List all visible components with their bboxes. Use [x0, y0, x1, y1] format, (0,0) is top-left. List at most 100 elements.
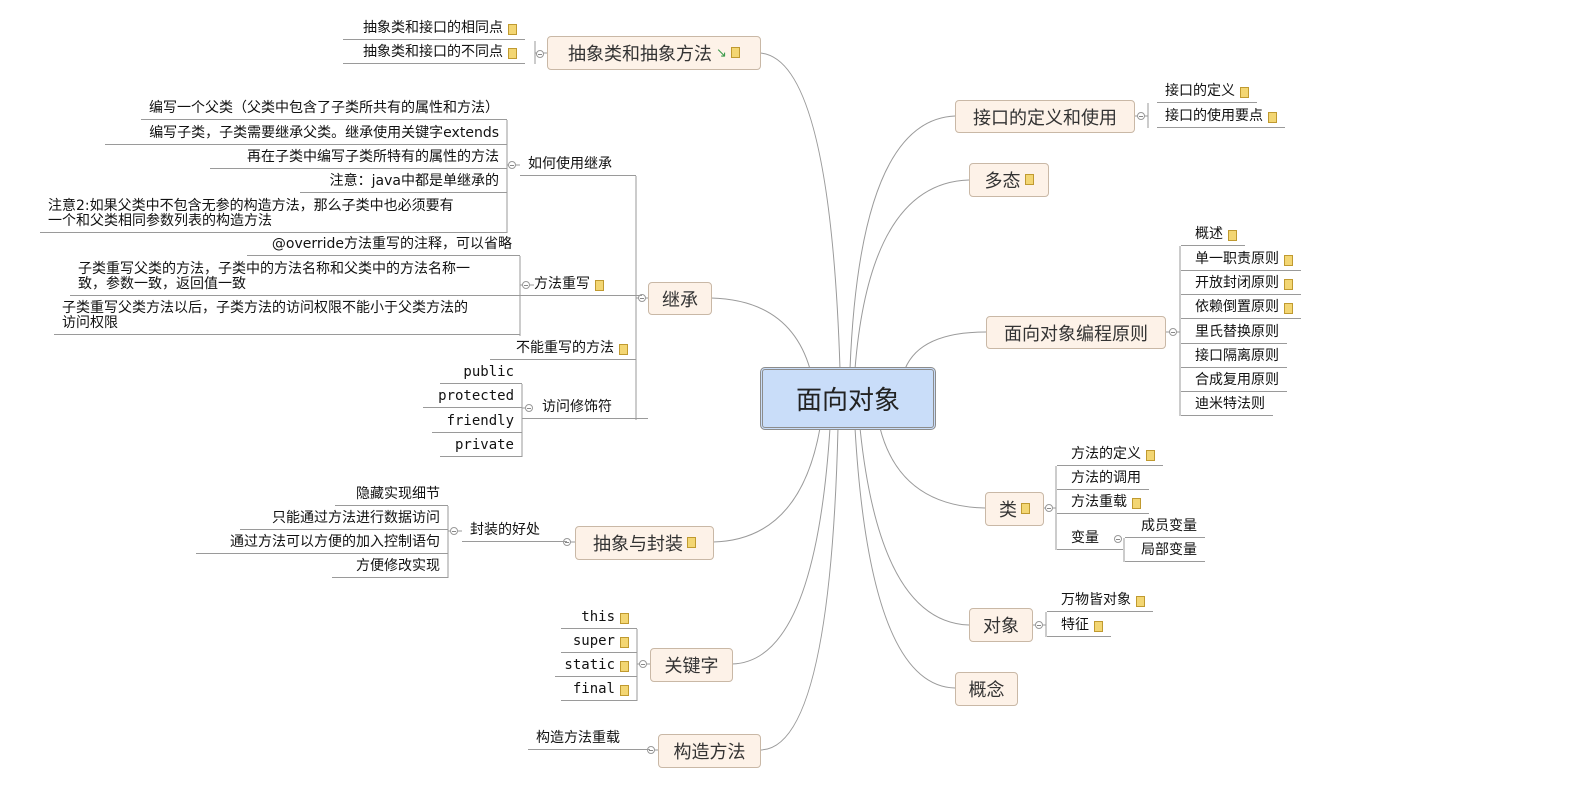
note-icon[interactable]: [1240, 87, 1249, 98]
note-icon[interactable]: [1021, 503, 1030, 514]
topic-keywords[interactable]: 关键字: [650, 648, 733, 682]
leaf-principle[interactable]: 开放封闭原则: [1181, 275, 1301, 295]
leaf-constructor-overload[interactable]: 构造方法重载: [528, 730, 650, 750]
leaf-access-modifiers[interactable]: 访问修饰符: [522, 399, 648, 419]
leaf-variable-item[interactable]: 成员变量: [1125, 518, 1205, 538]
leaf-keyword[interactable]: static: [555, 657, 637, 677]
note-icon[interactable]: [1284, 279, 1293, 290]
leaf-access-item[interactable]: private: [440, 437, 522, 457]
note-icon[interactable]: [1268, 112, 1277, 123]
collapse-toggle[interactable]: [563, 538, 571, 546]
topic-principles[interactable]: 面向对象编程原则: [986, 316, 1166, 349]
leaf-how-to-item[interactable]: 注意：java中都是单继承的: [300, 173, 507, 193]
leaf-principle[interactable]: 接口隔离原则: [1181, 348, 1287, 368]
leaf-variable-item[interactable]: 局部变量: [1125, 542, 1205, 562]
note-icon[interactable]: [1228, 230, 1237, 241]
topic-encapsulation[interactable]: 抽象与封装: [575, 526, 714, 560]
leaf-class-item[interactable]: 方法重载: [1057, 494, 1149, 514]
topic-label: 关键字: [664, 656, 719, 677]
note-icon[interactable]: [620, 661, 629, 672]
topic-class[interactable]: 类: [985, 492, 1044, 526]
leaf-how-to-item[interactable]: 注意2:如果父类中不包含无参的构造方法，那么子类中也必须要有 一个和父类相同参数…: [40, 198, 507, 233]
leaf-benefit-item[interactable]: 方便修改实现: [332, 558, 448, 578]
leaf-class-item[interactable]: 方法的调用: [1057, 470, 1149, 490]
note-icon[interactable]: [1284, 303, 1293, 314]
leaf-override-item[interactable]: 子类重写父类方法以后，子类方法的访问权限不能小于父类方法的 访问权限: [54, 300, 520, 335]
leaf-label: 抽象类和接口的相同点: [363, 20, 503, 36]
leaf-principle[interactable]: 迪米特法则: [1181, 396, 1273, 416]
leaf-interface-item[interactable]: 接口的定义: [1157, 83, 1257, 103]
leaf-access-item[interactable]: friendly: [432, 413, 522, 433]
leaf-benefit-item[interactable]: 只能通过方法进行数据访问: [240, 510, 448, 530]
collapse-toggle[interactable]: [639, 660, 647, 668]
leaf-encapsulation-benefits[interactable]: 封装的好处: [462, 522, 567, 542]
note-icon[interactable]: [730, 47, 740, 58]
leaf-keyword[interactable]: final: [561, 681, 637, 701]
leaf-interface-item[interactable]: 接口的使用要点: [1157, 108, 1285, 128]
topic-polymorphism[interactable]: 多态: [969, 163, 1049, 197]
note-icon[interactable]: [1094, 621, 1103, 632]
note-icon[interactable]: [1132, 498, 1141, 509]
note-icon[interactable]: [620, 613, 629, 624]
leaf-access-item[interactable]: protected: [423, 388, 522, 408]
note-icon[interactable]: [687, 537, 696, 548]
note-icon[interactable]: [619, 344, 628, 355]
note-icon[interactable]: [595, 280, 604, 291]
leaf-keyword[interactable]: this: [561, 609, 637, 629]
leaf-class-item[interactable]: 方法的定义: [1057, 446, 1163, 466]
leaf-method-override[interactable]: 方法重写: [520, 276, 642, 296]
note-icon[interactable]: [620, 637, 629, 648]
collapse-toggle[interactable]: [1035, 621, 1043, 629]
topic-constructor[interactable]: 构造方法: [658, 734, 761, 768]
link-arrow-icon[interactable]: ↘: [716, 45, 727, 61]
central-topic[interactable]: 面向对象: [760, 367, 936, 430]
note-icon[interactable]: [508, 24, 517, 35]
topic-concept[interactable]: 概念: [955, 672, 1018, 706]
note-icon[interactable]: [1024, 174, 1034, 185]
topic-interface[interactable]: 接口的定义和使用: [955, 100, 1135, 133]
topic-label: 对象: [983, 616, 1019, 637]
collapse-toggle[interactable]: [1114, 535, 1122, 543]
leaf-label: this: [581, 609, 615, 625]
note-icon[interactable]: [620, 685, 629, 696]
topic-abstract-class[interactable]: 抽象类和抽象方法↘: [547, 36, 761, 70]
topic-label: 抽象类和抽象方法: [568, 44, 713, 65]
note-icon[interactable]: [1136, 596, 1145, 607]
leaf-keyword[interactable]: super: [561, 633, 637, 653]
leaf-abstract-same[interactable]: 抽象类和接口的相同点: [343, 20, 525, 40]
leaf-variable[interactable]: 变量: [1057, 530, 1123, 550]
leaf-principle[interactable]: 单一职责原则: [1181, 251, 1301, 271]
topic-object[interactable]: 对象: [969, 608, 1033, 642]
leaf-principle[interactable]: 依赖倒置原则: [1181, 299, 1301, 319]
collapse-toggle[interactable]: [1137, 112, 1145, 120]
leaf-principle[interactable]: 里氏替换原则: [1181, 324, 1287, 344]
leaf-no-override[interactable]: 不能重写的方法: [490, 340, 636, 360]
leaf-override-item[interactable]: 子类重写父类的方法，子类中的方法名称和父类中的方法名称一 致，参数一致，返回值一…: [70, 261, 520, 296]
collapse-toggle[interactable]: [525, 404, 533, 412]
leaf-abstract-diff[interactable]: 抽象类和接口的不同点: [343, 44, 525, 64]
leaf-how-to-item[interactable]: 编写一个父类（父类中包含了子类所共有的属性和方法）: [141, 100, 507, 120]
collapse-toggle[interactable]: [647, 746, 655, 754]
leaf-access-item[interactable]: public: [440, 364, 522, 384]
note-icon[interactable]: [508, 48, 517, 59]
note-icon[interactable]: [1284, 255, 1293, 266]
leaf-how-to-item[interactable]: 编写子类，子类需要继承父类。继承使用关键字extends: [105, 125, 507, 145]
leaf-benefit-item[interactable]: 隐藏实现细节: [335, 486, 448, 506]
leaf-how-to-inherit[interactable]: 如何使用继承: [520, 156, 636, 176]
leaf-how-to-item[interactable]: 再在子类中编写子类所特有的属性的方法: [210, 149, 507, 169]
leaf-object-item[interactable]: 特征: [1047, 617, 1111, 637]
collapse-toggle[interactable]: [536, 50, 544, 58]
collapse-toggle[interactable]: [1169, 328, 1177, 336]
note-icon[interactable]: [1146, 450, 1155, 461]
leaf-principle[interactable]: 概述: [1181, 226, 1245, 246]
collapse-toggle[interactable]: [522, 281, 530, 289]
collapse-toggle[interactable]: [508, 161, 516, 169]
collapse-toggle[interactable]: [450, 527, 458, 535]
topic-inheritance[interactable]: 继承: [648, 282, 712, 315]
leaf-principle[interactable]: 合成复用原则: [1181, 372, 1287, 392]
leaf-benefit-item[interactable]: 通过方法可以方便的加入控制语句: [196, 534, 448, 554]
collapse-toggle[interactable]: [1045, 504, 1053, 512]
leaf-override-item[interactable]: @override方法重写的注释，可以省略: [247, 236, 520, 256]
leaf-object-item[interactable]: 万物皆对象: [1047, 592, 1153, 612]
collapse-toggle[interactable]: [638, 294, 646, 302]
